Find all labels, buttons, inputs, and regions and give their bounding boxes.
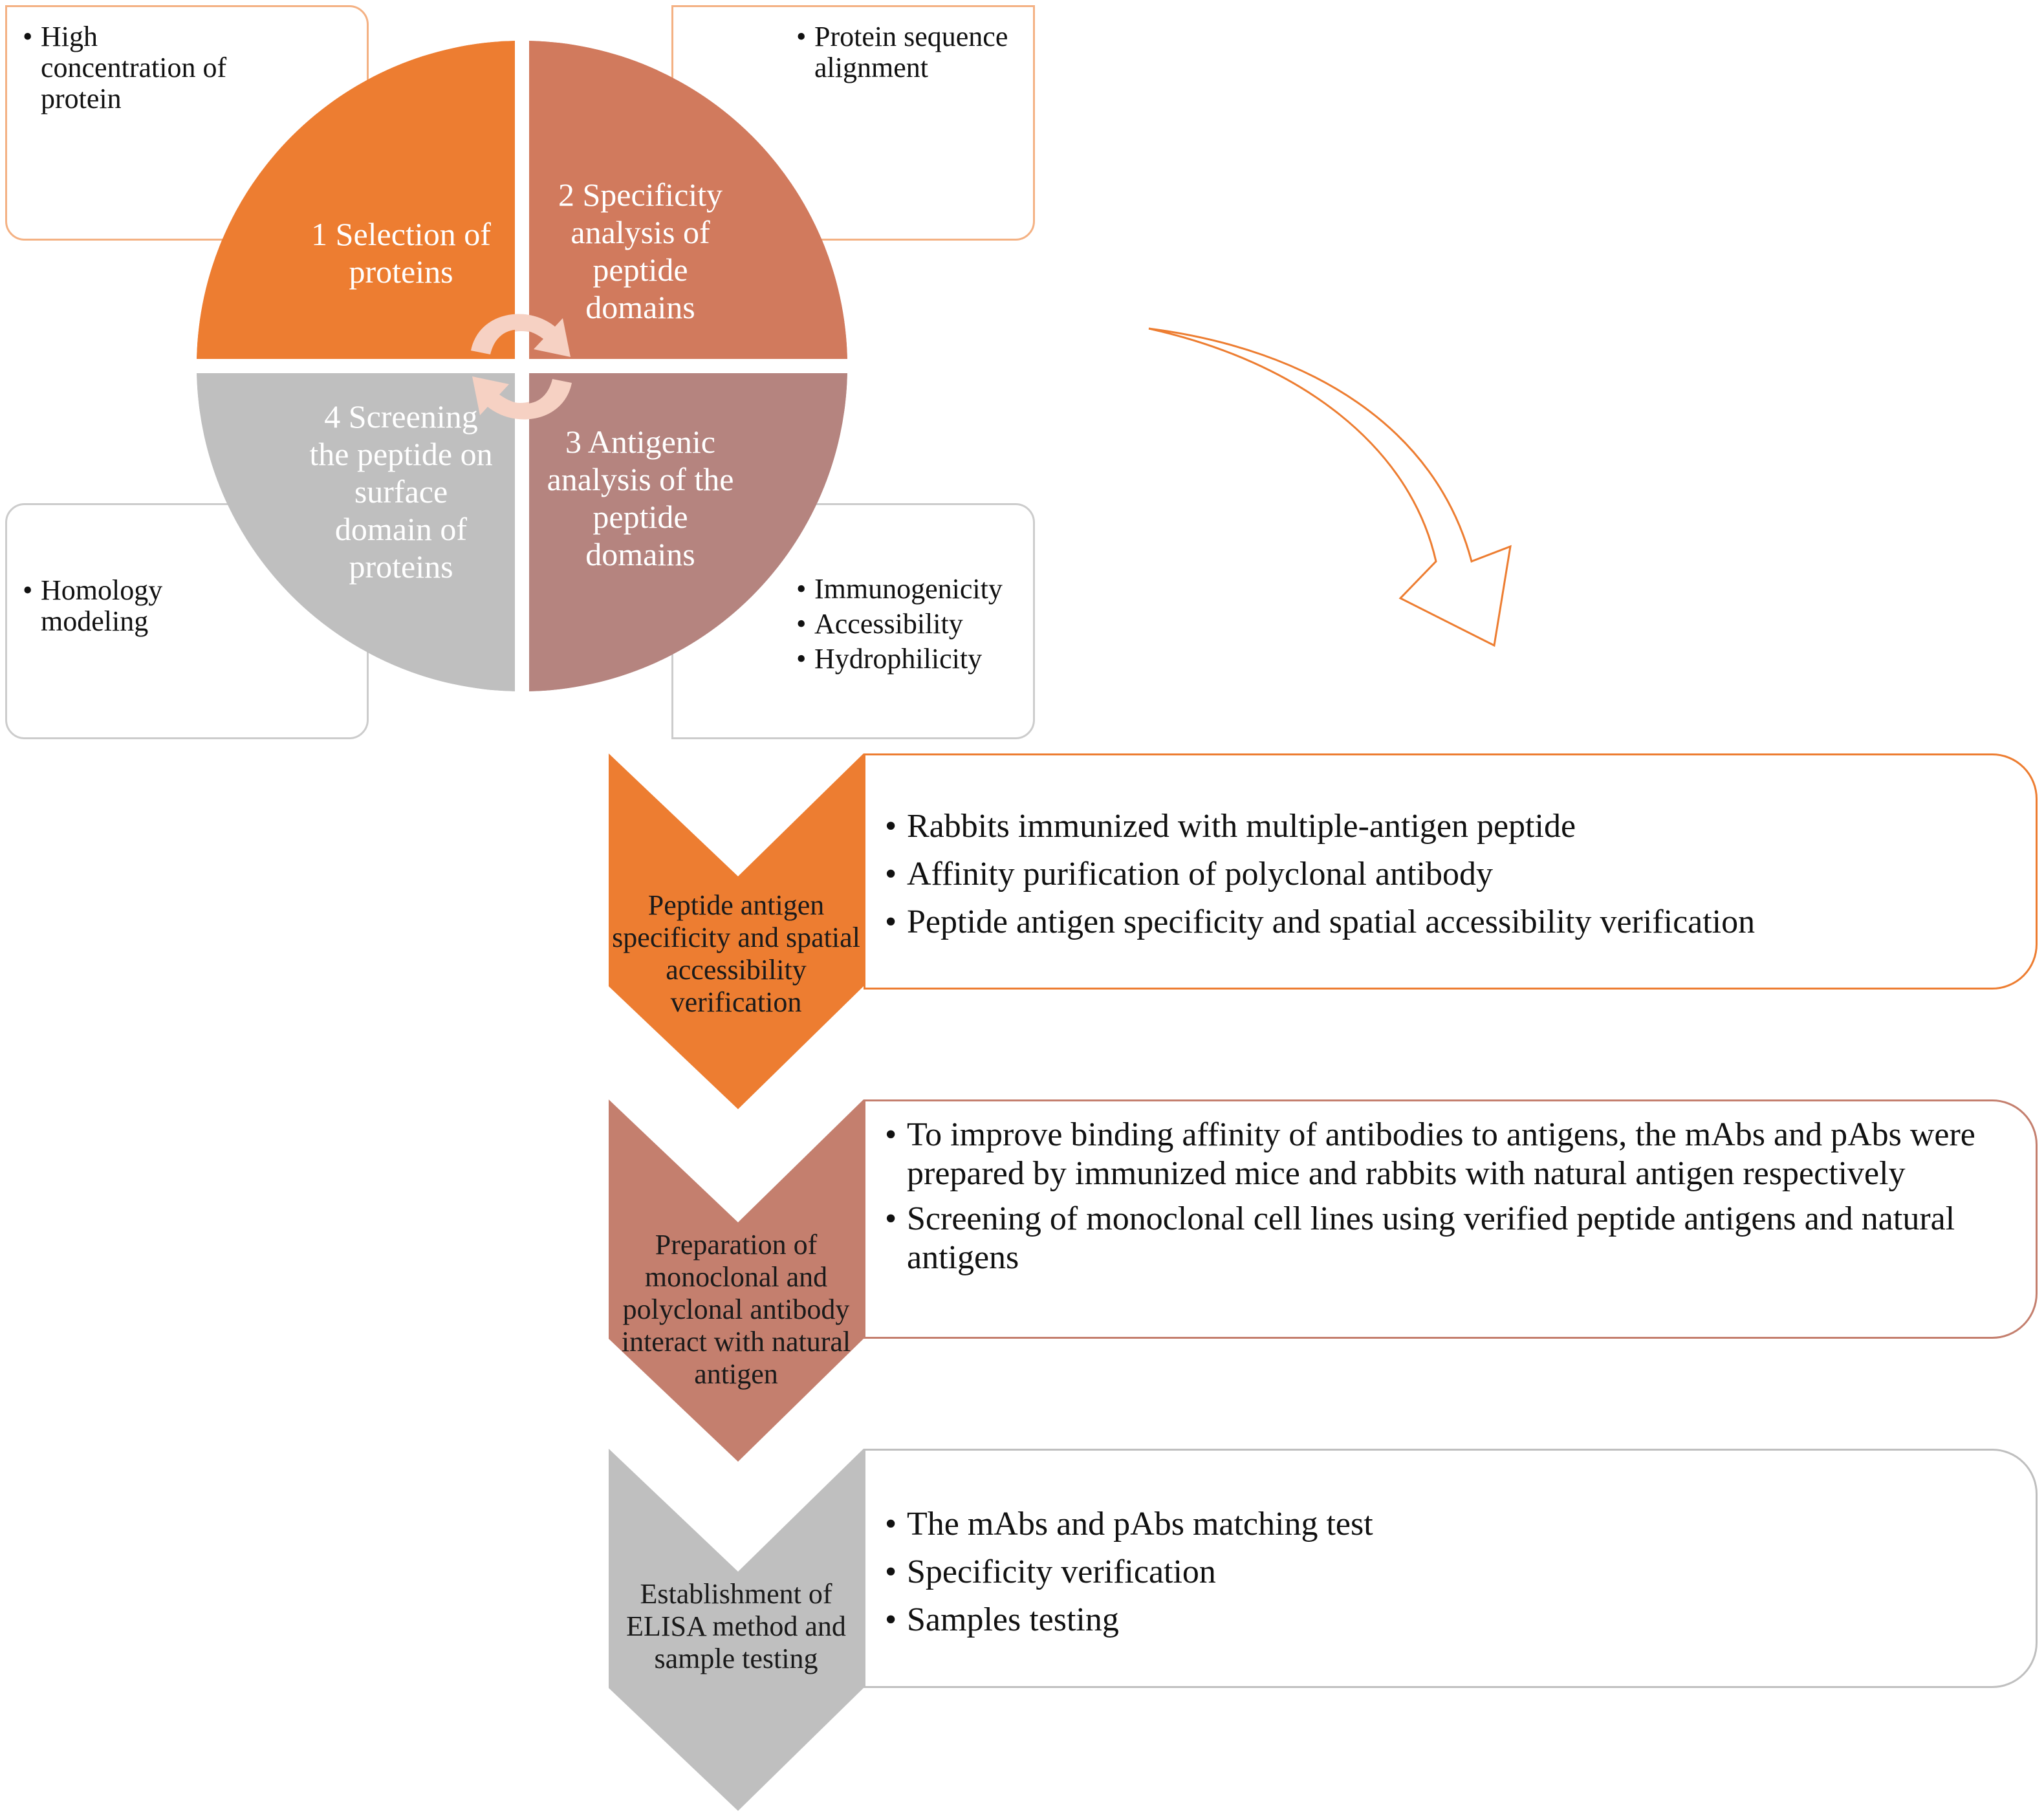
step-3-list: The mAbs and pAbs matching test Specific… <box>885 1504 2010 1647</box>
step-1-box: Rabbits immunized with multiple-antigen … <box>864 753 2038 990</box>
step-item: To improve binding affinity of antibodie… <box>885 1116 2010 1193</box>
cycle-arrow-clockwise-icon <box>471 314 571 357</box>
step-3-box: The mAbs and pAbs matching test Specific… <box>864 1449 2038 1688</box>
note-list-2: Protein sequence alignment <box>796 21 1029 87</box>
cycle-overlay <box>197 41 847 691</box>
step-item: Screening of monoclonal cell lines using… <box>885 1200 2010 1277</box>
step-item: Rabbits immunized with multiple-antigen … <box>885 806 2010 847</box>
quadrant-1-label: 1 Selection of proteins <box>311 216 491 290</box>
step-2-label: Preparation of monoclonal and polyclonal… <box>621 1229 851 1390</box>
step-item: Specificity verification <box>885 1552 2010 1593</box>
step-2-chevron <box>609 1099 864 1462</box>
quadrant-3 <box>529 373 847 691</box>
step-3-label: Establishment of ELISA method and sample… <box>626 1578 846 1674</box>
step-item: Samples testing <box>885 1599 2010 1641</box>
quadrant-2-label: 2 Specificity analysis of peptide domain… <box>558 177 723 325</box>
quadrant-3-label: 3 Antigenic analysis of the peptide doma… <box>547 424 734 572</box>
step-1-label: Peptide antigen specificity and spatial … <box>612 889 860 1018</box>
note-item: Accessibility <box>796 609 1029 640</box>
note-list-3: Immunogenicity Accessibility Hydrophilic… <box>796 574 1029 678</box>
note-item: Protein sequence alignment <box>796 21 1029 83</box>
quadrant-4-label: 4 Screening the peptide on surface domai… <box>309 398 493 585</box>
note-list-1: High concentration of protein <box>23 21 256 118</box>
note-item: Hydrophilicity <box>796 644 1029 675</box>
step-item: The mAbs and pAbs matching test <box>885 1504 2010 1545</box>
step-2-box: To improve binding affinity of antibodie… <box>864 1099 2038 1339</box>
note-item: Immunogenicity <box>796 574 1029 605</box>
step-2-list: To improve binding affinity of antibodie… <box>885 1116 2010 1284</box>
step-item: Peptide antigen specificity and spatial … <box>885 902 2010 943</box>
quadrant-4 <box>197 373 515 691</box>
step-1-chevron <box>609 753 864 1109</box>
note-item: Homology modeling <box>23 575 191 637</box>
note-list-4: Homology modeling <box>23 575 191 641</box>
quadrant-2 <box>529 41 847 359</box>
step-3-chevron <box>609 1449 864 1811</box>
step-item: Affinity purification of polyclonal anti… <box>885 854 2010 895</box>
note-item: High concentration of protein <box>23 21 256 114</box>
note-box-3: Immunogenicity Accessibility Hydrophilic… <box>671 503 1035 739</box>
step-1-list: Rabbits immunized with multiple-antigen … <box>885 806 2010 949</box>
cycle-arrow-return-icon <box>472 376 572 420</box>
quadrant-1 <box>197 41 515 359</box>
big-curved-arrow <box>1148 327 1512 647</box>
